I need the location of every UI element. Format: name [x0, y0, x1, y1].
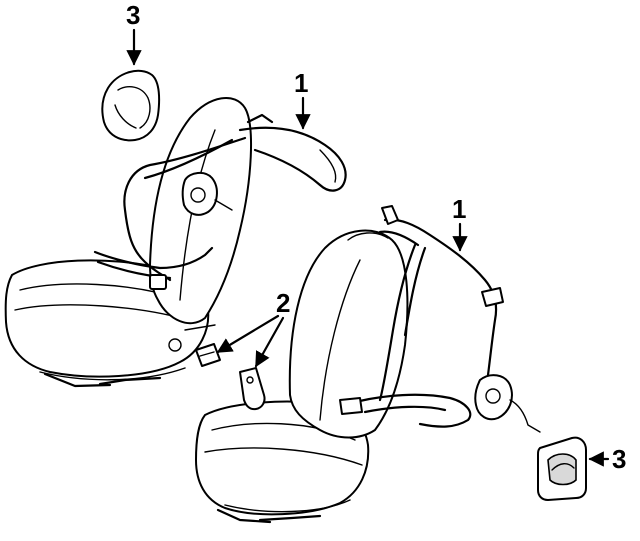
callout-2-buckles: 2 — [216, 288, 290, 368]
right-seat — [195, 229, 409, 524]
callout-3-right: 3 — [588, 444, 626, 474]
rear-seat-belt-assembly — [339, 205, 541, 433]
callout-1-front-belt: 1 — [294, 68, 311, 130]
front-seat-belt-assembly — [93, 113, 347, 290]
trim-cover-lower — [537, 436, 587, 501]
callout-label: 1 — [452, 194, 466, 224]
callout-label: 3 — [612, 444, 626, 474]
callout-label: 2 — [276, 288, 290, 318]
trim-cover-upper — [101, 69, 161, 142]
buckle-left — [195, 343, 221, 367]
callout-3-top: 3 — [126, 0, 142, 66]
callout-1-rear-belt: 1 — [452, 194, 468, 252]
callout-label: 3 — [126, 0, 140, 30]
callout-label: 1 — [294, 68, 308, 98]
buckle-right — [239, 367, 266, 411]
